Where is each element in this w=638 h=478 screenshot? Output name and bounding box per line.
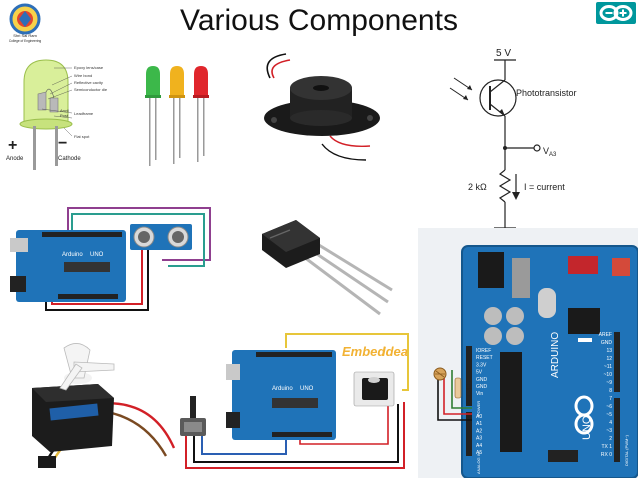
digital-pin-label-4: ~11 — [604, 364, 612, 370]
analog-pin-label-0: A0 — [476, 414, 482, 420]
power-pin-label-3: 5V — [476, 370, 483, 376]
output-label: VA3 — [543, 146, 557, 158]
digital-pin-label-15: RX 0 — [601, 452, 612, 458]
digital-pin-label-6: ~9 — [606, 380, 612, 386]
anode-sign: + — [8, 137, 17, 154]
power-pin-label-1: RESET — [476, 355, 493, 361]
reset-button — [568, 256, 598, 274]
resistor-label: 2 kΩ — [468, 182, 487, 192]
large-board-side-text: ARDUINO — [550, 332, 561, 378]
analog-pin-label-5: A5 — [476, 450, 482, 456]
digital-pin-label-8: 7 — [609, 396, 612, 402]
analog-pin-label-2: A2 — [476, 428, 482, 434]
led-label-2: Reflective cavity — [74, 80, 103, 85]
digital-pin-label-14: TX 1 — [601, 444, 612, 450]
current-label: I = current — [524, 182, 565, 192]
analog-pin-label-1: A1 — [476, 421, 482, 427]
buzzer-image — [264, 53, 380, 161]
cathode-label: Cathode — [58, 156, 81, 162]
analog-pin-label-4: A4 — [476, 443, 482, 449]
led-label-4: Anvil — [60, 108, 69, 113]
led-label-6: Leadframe — [74, 111, 94, 116]
digital-pin-label-11: 4 — [609, 420, 612, 426]
power-pin-label-5: GND — [476, 384, 488, 390]
led-yellow — [169, 66, 185, 164]
led-green — [145, 66, 161, 166]
digital-pin-label-3: 12 — [606, 356, 612, 362]
logo-caption-top: Shri Sai Ram — [13, 33, 37, 38]
led-anatomy-diagram: Epoxy lens/case Wire bond Reflective cav… — [6, 59, 108, 170]
potentiometer-shaft — [190, 396, 196, 418]
digital-pin-label-5: ~10 — [604, 372, 613, 378]
servo-small — [362, 378, 388, 400]
digital-pin-label-7: 8 — [609, 388, 612, 394]
logo-caption-bottom: College of Engineering — [9, 39, 41, 43]
power-pin-label-0: IOREF — [476, 348, 491, 354]
ultrasonic-wiring-image: Arduino UNO — [10, 207, 211, 311]
digital-pin-label-9: ~6 — [606, 404, 612, 410]
phototransistor-circuit: 5 V Phototransistor VA3 2 kΩ I = current… — [449, 48, 577, 245]
digital-pin-label-1: GND — [601, 340, 613, 346]
resistor-10k-label: 10kΩ — [464, 380, 471, 397]
power-pin-label-2: 3.3V — [476, 362, 487, 368]
analog-pin-label-3: A3 — [476, 436, 482, 442]
watermark-text-a: Embed — [342, 344, 386, 359]
anode-label: Anode — [6, 156, 24, 162]
color-leds — [145, 66, 209, 166]
sensor-component-image — [262, 220, 393, 316]
led-label-0: Epoxy lens/case — [74, 65, 104, 70]
analog-header-text: ANALOG IN — [476, 452, 481, 474]
college-logo: Shri Sai Ram College of Engineering — [9, 3, 41, 43]
watermark-text-b: Idea — [382, 344, 408, 359]
power-pin-label-4: GND — [476, 377, 488, 383]
supply-label: 5 V — [496, 48, 511, 59]
digital-pin-label-12: ~3 — [606, 428, 612, 434]
digital-header-text: DIGITAL (PWM~) — [624, 434, 629, 466]
digital-pin-label-0: AREF — [599, 332, 612, 338]
medium-board-brand: Arduino — [272, 386, 293, 392]
digital-pin-label-2: 13 — [606, 348, 612, 354]
medium-board-model: UNO — [300, 386, 314, 392]
led-label-5: Post — [60, 113, 69, 118]
cathode-sign: − — [58, 135, 67, 152]
small-board-brand: Arduino — [62, 252, 83, 258]
potentiometer-servo-wiring: Arduino UNO Embed Idea — [180, 333, 409, 469]
power-pin-label-6: Vin — [476, 391, 483, 397]
led-red — [193, 66, 209, 162]
photoresistor-wiring: 10kΩ — [433, 367, 472, 421]
led-label-3: Semiconductor die — [74, 87, 108, 92]
arduino-board-medium — [232, 350, 336, 440]
arduino-uno-board: ARDUINO UNO POWER ANALOG IN DIGITAL (PWM… — [418, 228, 638, 478]
large-board-model: UNO — [581, 415, 593, 440]
digital-pin-labels: AREF GND 13 12 ~11 ~10 ~9 8 7 ~6 ~5 4 ~3 2 TX 1 RX 0 — [599, 332, 613, 458]
servo-motor-image — [32, 343, 176, 468]
led-label-1: Wire bond — [74, 73, 92, 78]
small-board-model: UNO — [90, 252, 104, 258]
digital-pin-label-10: ~5 — [606, 412, 612, 418]
digital-pin-label-13: 2 — [609, 436, 612, 442]
led-label-7: Flat spot — [74, 134, 90, 139]
phototransistor-label: Phototransistor — [516, 88, 577, 98]
power-header-text: POWER — [476, 401, 481, 416]
page-title: Various Components — [180, 4, 458, 37]
arduino-logo-icon — [596, 2, 636, 24]
